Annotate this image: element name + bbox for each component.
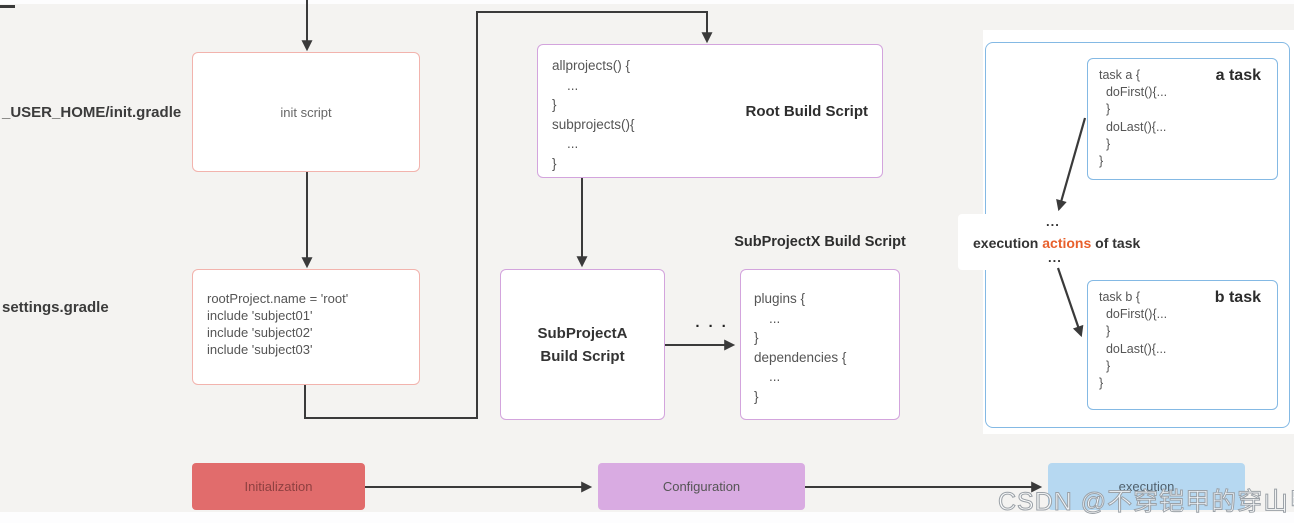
subproject-x-title: SubProjectX Build Script — [734, 234, 906, 250]
init-script-box: init script — [192, 52, 420, 172]
execution-note-background — [958, 214, 1155, 270]
root-code-line: ... — [552, 77, 579, 93]
settings-code-line: include 'subject03' — [207, 342, 313, 357]
execution-note-text: execution actions of task — [973, 235, 1140, 251]
execution-note-highlight: actions — [1042, 235, 1092, 251]
subx-code-line: dependencies { — [754, 349, 847, 365]
top-edge-strip — [0, 0, 1294, 4]
subx-code-line: } — [754, 388, 759, 404]
task-a-code-line: } — [1099, 102, 1111, 117]
subx-code-line: plugins { — [754, 291, 806, 306]
settings-code-line: include 'subject02' — [207, 325, 313, 340]
subproject-ellipsis: · · · — [695, 318, 729, 335]
task-a-code-line: task a { — [1099, 68, 1140, 82]
task-b-box: task b { doFirst(){... } doLast(){... } … — [1087, 280, 1278, 410]
task-a-code-line: } — [1099, 154, 1104, 169]
label-settings-gradle: settings.gradle — [2, 299, 109, 316]
phase-initialization: Initialization — [192, 463, 365, 510]
task-a-code-line: doFirst(){... — [1099, 85, 1168, 100]
phase-execution: execution — [1048, 463, 1245, 510]
task-a-box: task a { doFirst(){... } doLast(){... } … — [1087, 58, 1278, 180]
root-build-script-box: allprojects() { ... } subprojects(){ ...… — [537, 44, 883, 178]
task-b-code-line: doLast(){... — [1099, 341, 1167, 356]
task-b-code-line: } — [1099, 324, 1111, 339]
execution-note-dots-top: ... — [1046, 214, 1060, 229]
task-b-code-line: task b { — [1099, 290, 1140, 304]
subproject-a-title-line1: SubProjectA — [537, 324, 628, 342]
csdn-watermark: CSDN @不穿铠甲的穿山甲 — [997, 488, 1294, 517]
task-b-code-line: } — [1099, 358, 1111, 373]
task-a-code-line: doLast(){... — [1099, 119, 1167, 134]
phase-configuration-label: Configuration — [662, 479, 741, 494]
subproject-a-title-line2: Build Script — [540, 347, 625, 365]
bottom-edge-strip — [0, 512, 1294, 523]
execution-note-post: of task — [1091, 235, 1141, 251]
settings-gradle-box: rootProject.name = 'root' include 'subje… — [192, 269, 420, 385]
root-code-line: allprojects() { — [552, 58, 631, 73]
execution-note-dots-bottom: ... — [1048, 250, 1062, 265]
subproject-a-build-script-box: SubProjectA Build Script — [500, 269, 665, 420]
subx-code-line: ... — [754, 369, 781, 384]
settings-code-line: rootProject.name = 'root' — [207, 291, 349, 306]
task-b-code-line: } — [1099, 376, 1104, 391]
task-a-code-line: } — [1099, 136, 1111, 151]
edge-artifact-dash — [0, 5, 15, 8]
task-b-code-line: doFirst(){... — [1099, 307, 1168, 322]
root-build-script-title: Root Build Script — [745, 103, 869, 120]
root-code-line: } — [552, 155, 557, 171]
task-b-badge: b task — [1214, 289, 1261, 306]
subx-code-line: ... — [754, 310, 781, 326]
init-script-text: init script — [280, 104, 332, 120]
root-code-line: ... — [552, 136, 579, 151]
subx-code-line: } — [754, 330, 759, 345]
phase-execution-label: execution — [1118, 479, 1175, 494]
phase-initialization-label: Initialization — [244, 479, 313, 494]
task-a-badge: a task — [1215, 67, 1261, 84]
phase-configuration: Configuration — [598, 463, 805, 510]
subproject-x-build-script-box: plugins { ... } dependencies { ... } — [740, 269, 900, 420]
label-user-home-init-gradle: _USER_HOME/init.gradle — [2, 104, 182, 121]
execution-note-pre: execution — [973, 235, 1043, 251]
settings-code-line: include 'subject01' — [207, 308, 313, 323]
